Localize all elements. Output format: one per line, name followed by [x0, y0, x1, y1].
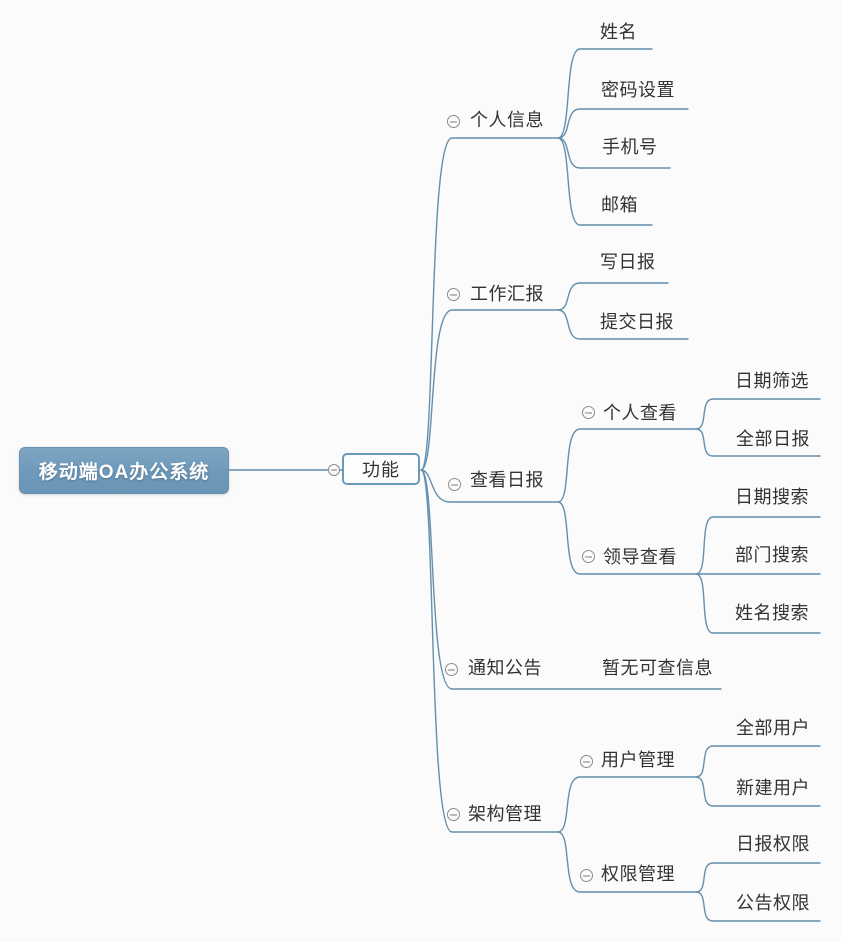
leaf-name-search[interactable]: 姓名搜索 [735, 603, 809, 623]
collapse-icon-user-mgmt[interactable] [580, 755, 593, 768]
branch-personal-info[interactable]: 个人信息 [470, 110, 544, 130]
leaf-daily-permission[interactable]: 日报权限 [736, 834, 810, 854]
leaf-write-daily[interactable]: 写日报 [600, 252, 656, 272]
branch-structure-mgmt[interactable]: 架构管理 [468, 804, 542, 824]
collapse-icon-personal-info[interactable] [447, 115, 460, 128]
leaf-submit-daily[interactable]: 提交日报 [600, 312, 674, 332]
collapse-icon-personal-view[interactable] [582, 406, 595, 419]
sub-personal-view[interactable]: 个人查看 [603, 403, 677, 423]
collapse-icon-structure-mgmt[interactable] [447, 808, 460, 821]
root-topic[interactable]: 移动端OA办公系统 [19, 447, 229, 494]
leaf-name[interactable]: 姓名 [600, 22, 637, 42]
leaf-new-user[interactable]: 新建用户 [736, 778, 810, 798]
collapse-icon-permission-mgmt[interactable] [580, 869, 593, 882]
leaf-date-filter[interactable]: 日期筛选 [735, 371, 809, 391]
hub-topic[interactable]: 功能 [342, 453, 420, 485]
sub-user-mgmt[interactable]: 用户管理 [601, 750, 675, 770]
sub-leader-view[interactable]: 领导查看 [603, 547, 677, 567]
leaf-email[interactable]: 邮箱 [601, 195, 638, 215]
leaf-dept-search[interactable]: 部门搜索 [735, 545, 809, 565]
branch-work-report[interactable]: 工作汇报 [470, 284, 544, 304]
leaf-phone-number[interactable]: 手机号 [602, 137, 658, 157]
collapse-icon-notice[interactable] [445, 663, 458, 676]
leaf-notice-permission[interactable]: 公告权限 [736, 893, 810, 913]
sub-permission-mgmt[interactable]: 权限管理 [601, 864, 675, 884]
leaf-all-users[interactable]: 全部用户 [736, 718, 810, 738]
leaf-date-search[interactable]: 日期搜索 [735, 487, 809, 507]
collapse-icon-leader-view[interactable] [582, 550, 595, 563]
collapse-icon-hub[interactable] [328, 464, 340, 476]
leaf-password-settings[interactable]: 密码设置 [601, 80, 675, 100]
collapse-icon-work-report[interactable] [447, 288, 460, 301]
leaf-no-info[interactable]: 暂无可查信息 [602, 658, 713, 678]
branch-notice[interactable]: 通知公告 [468, 658, 542, 678]
branch-view-daily[interactable]: 查看日报 [470, 470, 544, 490]
leaf-all-daily[interactable]: 全部日报 [736, 429, 810, 449]
collapse-icon-view-daily[interactable] [448, 478, 461, 491]
